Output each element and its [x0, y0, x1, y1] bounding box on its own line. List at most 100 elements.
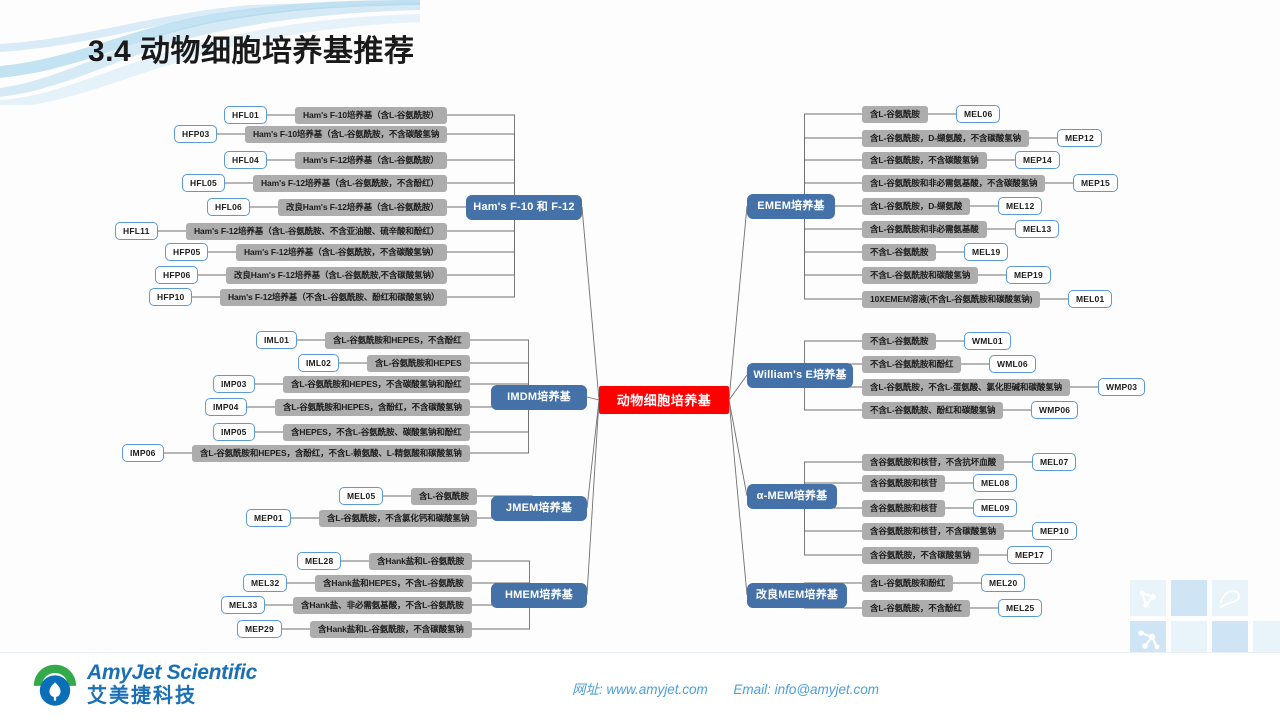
description-node[interactable]: 改良Ham's F-12培养基（含L-谷氨酰胺） — [278, 199, 447, 216]
code-chip[interactable]: MEP19 — [1006, 266, 1051, 284]
code-chip[interactable]: HFL05 — [182, 174, 225, 192]
root-node[interactable]: 动物细胞培养基 — [599, 386, 729, 414]
code-chip[interactable]: IML02 — [298, 354, 340, 372]
category-node-amem[interactable]: α-MEM培养基 — [747, 484, 837, 509]
description-node[interactable]: 含L-谷氨酰胺，不含L-蛋氨酸、氯化胆碱和碳酸氢钠 — [862, 379, 1071, 396]
code-chip[interactable]: WMP06 — [1031, 401, 1079, 419]
code-chip[interactable]: HFL06 — [207, 198, 250, 216]
code-chip[interactable]: MEL08 — [973, 474, 1018, 492]
code-chip[interactable]: HFL11 — [115, 222, 158, 240]
description-node[interactable]: 含L-谷氨酰胺和非必需氨基酸，不含碳酸氢钠 — [862, 175, 1046, 192]
code-chip[interactable]: HFP03 — [174, 125, 218, 143]
category-node-modmem[interactable]: 改良MEM培养基 — [747, 583, 847, 608]
logo-text-chinese: 艾美捷科技 — [87, 684, 197, 707]
description-node[interactable]: 含L-谷氨酰胺和HEPES，含酚红，不含L-赖氨酸、L-精氨酸和碳酸氢钠 — [192, 445, 470, 462]
code-chip[interactable]: MEL25 — [998, 599, 1043, 617]
description-node[interactable]: Ham's F-12培养基（含L-谷氨酰胺） — [295, 152, 447, 169]
description-node[interactable]: 不含L-谷氨酰胺 — [862, 333, 937, 350]
description-node[interactable]: 含L-谷氨酰胺，D-缬氨酸 — [862, 198, 971, 215]
description-node[interactable]: 含Hank盐、非必需氨基酸，不含L-谷氨酰胺 — [293, 597, 472, 614]
description-node[interactable]: 含Hank盐和L-谷氨酰胺 — [369, 553, 473, 570]
description-node[interactable]: 10XEMEM溶液(不含L-谷氨酰胺和碳酸氢钠) — [862, 291, 1041, 308]
footer-email[interactable]: Email: info@amyjet.com — [733, 682, 880, 697]
category-node-williams[interactable]: William's E培养基 — [747, 363, 853, 388]
description-node[interactable]: 含L-谷氨酰胺，不含酚红 — [862, 600, 970, 617]
description-node[interactable]: Ham's F-12培养基（不含L-谷氨酰胺、酚红和碳酸氢钠） — [220, 289, 448, 306]
description-node[interactable]: 含谷氨酰胺和核苷 — [862, 475, 946, 492]
description-node[interactable]: 含L-谷氨酰胺和非必需氨基酸 — [862, 221, 987, 238]
code-chip[interactable]: WMP03 — [1098, 378, 1146, 396]
code-chip[interactable]: MEL07 — [1032, 453, 1077, 471]
code-chip[interactable]: MEP01 — [246, 509, 291, 527]
description-node[interactable]: 含谷氨酰胺和核苷 — [862, 500, 946, 517]
code-chip[interactable]: MEL28 — [297, 552, 342, 570]
category-node-jmem[interactable]: JMEM培养基 — [491, 496, 587, 521]
description-node[interactable]: 不含L-谷氨酰胺和碳酸氢钠 — [862, 267, 979, 284]
code-chip[interactable]: HFL01 — [224, 106, 267, 124]
category-node-emem[interactable]: EMEM培养基 — [747, 194, 835, 219]
mindmap-diagram: 动物细胞培养基 Ham's F-10 和 F-12 Ham's F-10培养基（含L… — [0, 88, 1280, 648]
description-node[interactable]: 含L-谷氨酰胺，不含氯化钙和碳酸氢钠 — [319, 510, 478, 527]
description-node[interactable]: 含HEPES，不含L-谷氨酰胺、碳酸氢钠和酚红 — [283, 424, 470, 441]
code-chip[interactable]: IMP06 — [122, 444, 164, 462]
code-chip[interactable]: MEL12 — [998, 197, 1043, 215]
code-chip[interactable]: IMP04 — [205, 398, 247, 416]
company-logo: AmyJet Scientific 艾美捷科技 — [32, 662, 257, 708]
description-node[interactable]: 含L-谷氨酰胺，不含碳酸氢钠 — [862, 152, 987, 169]
code-chip[interactable]: MEL09 — [973, 499, 1018, 517]
description-node[interactable]: 含L-谷氨酰胺和HEPES — [367, 355, 470, 372]
code-chip[interactable]: MEP15 — [1073, 174, 1118, 192]
footer-bar: AmyJet Scientific 艾美捷科技 网址: www.amyjet.c… — [0, 652, 1280, 720]
code-chip[interactable]: MEP10 — [1032, 522, 1077, 540]
description-node[interactable]: 不含L-谷氨酰胺和酚红 — [862, 356, 962, 373]
description-node[interactable]: 含Hank盐和HEPES，不含L-谷氨酰胺 — [315, 575, 472, 592]
description-node[interactable]: 含L-谷氨酰胺和HEPES，含酚红，不含碳酸氢钠 — [275, 399, 470, 416]
page-title: 3.4 动物细胞培养基推荐 — [88, 35, 415, 68]
footer-contact: 网址: www.amyjet.com Email: info@amyjet.co… — [572, 678, 879, 698]
description-node[interactable]: 含谷氨酰胺和核苷，不含碳酸氢钠 — [862, 523, 1005, 540]
code-chip[interactable]: IML01 — [256, 331, 298, 349]
code-chip[interactable]: MEP29 — [237, 620, 282, 638]
code-chip[interactable]: MEP17 — [1007, 546, 1052, 564]
code-chip[interactable]: MEL01 — [1068, 290, 1113, 308]
mindmap-connectors — [158, 113, 1098, 630]
code-chip[interactable]: IMP05 — [213, 423, 255, 441]
category-node-hmem[interactable]: HMEM培养基 — [491, 583, 587, 608]
code-chip[interactable]: MEL33 — [221, 596, 266, 614]
code-chip[interactable]: MEL05 — [339, 487, 384, 505]
description-node[interactable]: 含Hank盐和L-谷氨酰胺，不含碳酸氢钠 — [310, 621, 472, 638]
description-node[interactable]: 改良Ham's F-12培养基（含L-谷氨酰胺,不含碳酸氢钠） — [226, 267, 448, 284]
description-node[interactable]: 含L-谷氨酰胺 — [411, 488, 477, 505]
description-node[interactable]: 含L-谷氨酰胺和HEPES，不含碳酸氢钠和酚红 — [283, 376, 470, 393]
code-chip[interactable]: WML01 — [964, 332, 1011, 350]
description-node[interactable]: 含L-谷氨酰胺 — [862, 106, 928, 123]
description-node[interactable]: 含谷氨酰胺，不含碳酸氢钠 — [862, 547, 979, 564]
code-chip[interactable]: HFP06 — [155, 266, 199, 284]
category-node-imdm[interactable]: IMDM培养基 — [491, 385, 587, 410]
description-node[interactable]: 不含L-谷氨酰胺、酚红和碳酸氢钠 — [862, 402, 1004, 419]
code-chip[interactable]: IMP03 — [213, 375, 255, 393]
code-chip[interactable]: MEL13 — [1015, 220, 1060, 238]
code-chip[interactable]: MEP12 — [1057, 129, 1102, 147]
description-node[interactable]: Ham's F-10培养基（含L-谷氨酰胺） — [295, 107, 447, 124]
description-node[interactable]: 含谷氨酰胺和核苷，不含抗坏血酸 — [862, 454, 1005, 471]
code-chip[interactable]: MEL32 — [243, 574, 288, 592]
code-chip[interactable]: HFL04 — [224, 151, 267, 169]
description-node[interactable]: Ham's F-10培养基（含L-谷氨酰胺，不含碳酸氢钠 — [245, 126, 448, 143]
code-chip[interactable]: HFP05 — [165, 243, 209, 261]
code-chip[interactable]: MEP14 — [1015, 151, 1060, 169]
footer-website[interactable]: 网址: www.amyjet.com — [572, 682, 708, 697]
description-node[interactable]: 不含L-谷氨酰胺 — [862, 244, 937, 261]
code-chip[interactable]: MEL19 — [964, 243, 1009, 261]
code-chip[interactable]: MEL20 — [981, 574, 1026, 592]
description-node[interactable]: Ham's F-12培养基（含L-谷氨酰胺、不含亚油酸、硫辛酸和酚红） — [186, 223, 448, 240]
category-node-hams[interactable]: Ham's F-10 和 F-12 — [466, 195, 582, 220]
code-chip[interactable]: WML06 — [989, 355, 1036, 373]
description-node[interactable]: 含L-谷氨酰胺和HEPES，不含酚红 — [325, 332, 470, 349]
description-node[interactable]: 含L-谷氨酰胺和酚红 — [862, 575, 954, 592]
code-chip[interactable]: MEL06 — [956, 105, 1001, 123]
description-node[interactable]: Ham's F-12培养基（含L-谷氨酰胺，不含酚红） — [253, 175, 447, 192]
description-node[interactable]: Ham's F-12培养基（含L-谷氨酰胺，不含碳酸氢钠） — [236, 244, 447, 261]
description-node[interactable]: 含L-谷氨酰胺，D-缬氨酸，不含碳酸氢钠 — [862, 130, 1029, 147]
code-chip[interactable]: HFP10 — [149, 288, 193, 306]
